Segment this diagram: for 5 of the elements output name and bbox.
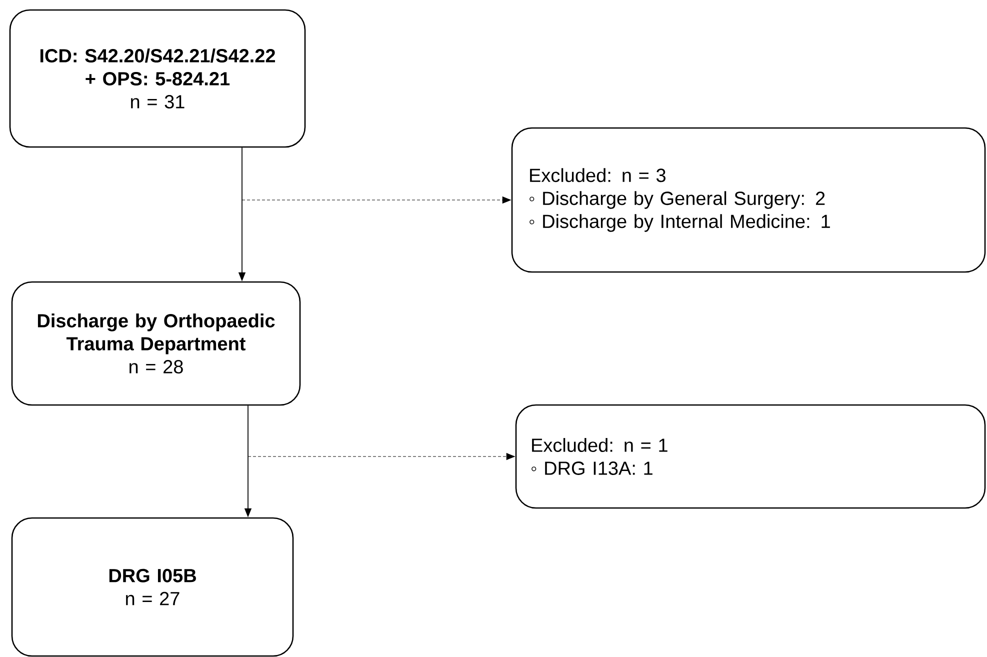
flow-box: Excluded: n = 1 ◦ DRG I13A: 1: [515, 404, 986, 509]
flow-box: DRG I05B n = 27: [11, 517, 294, 657]
flow-box: ICD: S42.20/S42.21/S42.22 + OPS: 5-824.21 n = 31: [9, 9, 306, 148]
flow-box: Discharge by Orthopaedic Trauma Department n = 28: [11, 281, 301, 406]
flow-box: Excluded: n = 3 ◦ Discharge by General Surgery: 2 ◦ Discharge by Internal Medicine: 1: [511, 127, 986, 273]
